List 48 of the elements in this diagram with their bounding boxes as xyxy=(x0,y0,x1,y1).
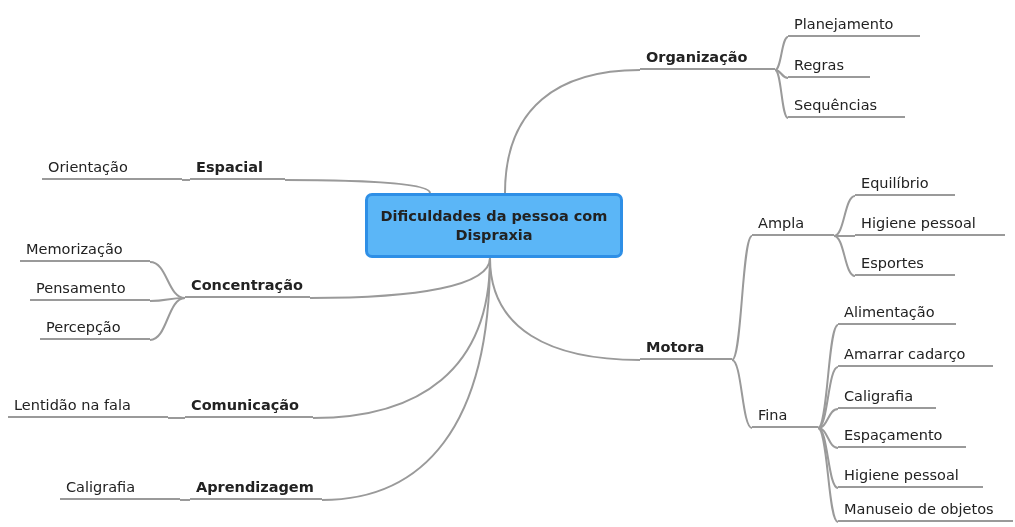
connector-line xyxy=(181,179,191,181)
branch-topic: Motora xyxy=(640,336,732,360)
subtopic-label: Regras xyxy=(788,54,870,78)
subtopic-label: Percepção xyxy=(40,316,150,340)
connector-line xyxy=(817,324,839,429)
connector-line xyxy=(504,69,641,194)
subtopic-label: Higiene pessoal xyxy=(855,212,1005,236)
connector-line xyxy=(731,359,753,429)
connector-line xyxy=(167,417,186,419)
branch-topic: Organização xyxy=(640,46,775,70)
subtopic-label: Manuseio de objetos xyxy=(838,498,1013,522)
connector-line xyxy=(731,235,753,361)
connector-line xyxy=(833,235,856,237)
branch-topic: Concentração xyxy=(185,274,310,298)
subtopic-label: Equilíbrio xyxy=(855,172,955,196)
connector-line xyxy=(149,297,186,341)
subtopic-label: Higiene pessoal xyxy=(838,464,983,488)
connector-line xyxy=(817,366,839,429)
connector-line xyxy=(817,408,839,429)
connector-line xyxy=(817,427,839,489)
connector-line xyxy=(833,235,856,277)
central-topic-box: Dificuldades da pessoa com Dispraxia xyxy=(365,193,623,258)
subtopic-label: Ampla xyxy=(752,212,834,236)
subtopic-label: Memorização xyxy=(20,238,150,262)
subtopic-label: Sequências xyxy=(788,94,905,118)
connector-line xyxy=(774,36,789,71)
branch-topic: Espacial xyxy=(190,156,285,180)
subtopic-label: Amarrar cadarço xyxy=(838,343,993,367)
subtopic-label: Espaçamento xyxy=(838,424,966,448)
subtopic-label: Caligrafia xyxy=(838,385,936,409)
subtopic-label: Alimentação xyxy=(838,301,956,325)
branch-topic: Comunicação xyxy=(185,394,313,418)
connector-line xyxy=(284,179,431,194)
branch-topic: Aprendizagem xyxy=(190,476,322,500)
subtopic-label: Esportes xyxy=(855,252,955,276)
connector-line xyxy=(489,257,641,361)
subtopic-label: Caligrafia xyxy=(60,476,180,500)
subtopic-label: Lentidão na fala xyxy=(8,394,168,418)
subtopic-label: Orientação xyxy=(42,156,182,180)
connector-line xyxy=(179,499,191,501)
connector-line xyxy=(817,427,839,523)
subtopic-label: Fina xyxy=(752,404,818,428)
subtopic-label: Planejamento xyxy=(788,13,920,37)
connector-line xyxy=(774,69,789,119)
connector-line xyxy=(774,69,789,79)
connector-line xyxy=(833,195,856,237)
subtopic-label: Pensamento xyxy=(30,277,150,301)
connector-line xyxy=(817,427,839,449)
